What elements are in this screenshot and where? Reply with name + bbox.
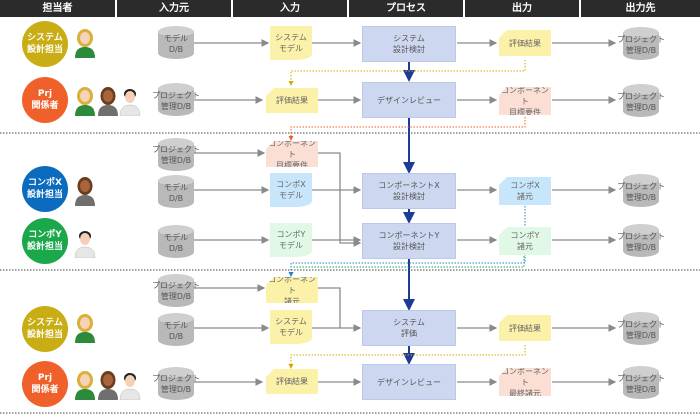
person-icon-man — [74, 228, 96, 258]
header-input: 入力 — [233, 0, 347, 17]
source-project-db: プロジェクト管理D/B — [152, 91, 200, 111]
process-system-design-study: システム設計検討 — [362, 26, 456, 62]
process-design-review: デザインレビュー — [362, 364, 456, 400]
database-icon — [623, 224, 659, 260]
process-system-evaluation: システム評価 — [362, 310, 456, 346]
person-icon-woman-dark — [97, 86, 119, 116]
header-process: プロセス — [349, 0, 463, 17]
database-icon — [158, 26, 194, 62]
person-icon-man — [119, 86, 141, 116]
input-evaluation-result: 評価結果 — [266, 88, 318, 113]
destination-project-db: プロジェクト管理D/B — [617, 232, 665, 252]
database-icon — [158, 138, 194, 174]
person-icon-woman-dark — [97, 370, 119, 400]
destination-project-db: プロジェクト管理D/B — [617, 35, 665, 55]
person-icon-woman — [74, 28, 96, 58]
person-icon-woman — [74, 313, 96, 343]
destination-project-db: プロジェクト管理D/B — [617, 92, 665, 112]
database-icon — [158, 175, 194, 211]
input-component-target-requirements: コンポーネント目標要件 — [266, 138, 318, 170]
header-output-destination: 出力先 — [581, 0, 700, 17]
person-icon-woman — [74, 370, 96, 400]
database-icon — [158, 83, 194, 119]
database-icon — [623, 27, 659, 63]
header-assignee: 担当者 — [0, 0, 115, 17]
source-project-db: プロジェクト管理D/B — [152, 374, 200, 394]
database-icon — [623, 174, 659, 210]
database-icon — [158, 274, 194, 310]
role-system-designer: システム設計担当 — [22, 21, 68, 67]
database-icon — [158, 225, 194, 261]
database-icon — [623, 84, 659, 120]
header-input-source: 入力元 — [117, 0, 231, 17]
database-icon — [158, 367, 194, 403]
database-icon — [623, 366, 659, 402]
output-component-final-specs: コンポーネント最終諸元 — [499, 366, 551, 398]
source-project-db: プロジェクト管理D/B — [152, 281, 200, 301]
database-icon — [158, 313, 194, 349]
input-component-specs: コンポーネント諸元 — [266, 274, 318, 306]
output-component-target-requirements: コンポーネント目標要件 — [499, 85, 551, 117]
input-system-model: システムモデル — [270, 310, 312, 344]
destination-project-db: プロジェクト管理D/B — [617, 374, 665, 394]
database-icon — [623, 312, 659, 348]
person-icon-man — [119, 370, 141, 400]
header-output: 出力 — [465, 0, 579, 17]
process-design-review: デザインレビュー — [362, 82, 456, 118]
source-project-db: プロジェクト管理D/B — [152, 145, 200, 165]
output-evaluation-result: 評価結果 — [499, 315, 551, 341]
output-evaluation-result: 評価結果 — [499, 30, 551, 56]
person-icon-woman — [74, 86, 96, 116]
role-system-designer: システム設計担当 — [22, 306, 68, 352]
person-icon-woman-dark — [74, 176, 96, 206]
destination-project-db: プロジェクト管理D/B — [617, 320, 665, 340]
input-system-model: システムモデル — [270, 26, 312, 60]
input-evaluation-result: 評価結果 — [266, 369, 318, 394]
destination-project-db: プロジェクト管理D/B — [617, 182, 665, 202]
